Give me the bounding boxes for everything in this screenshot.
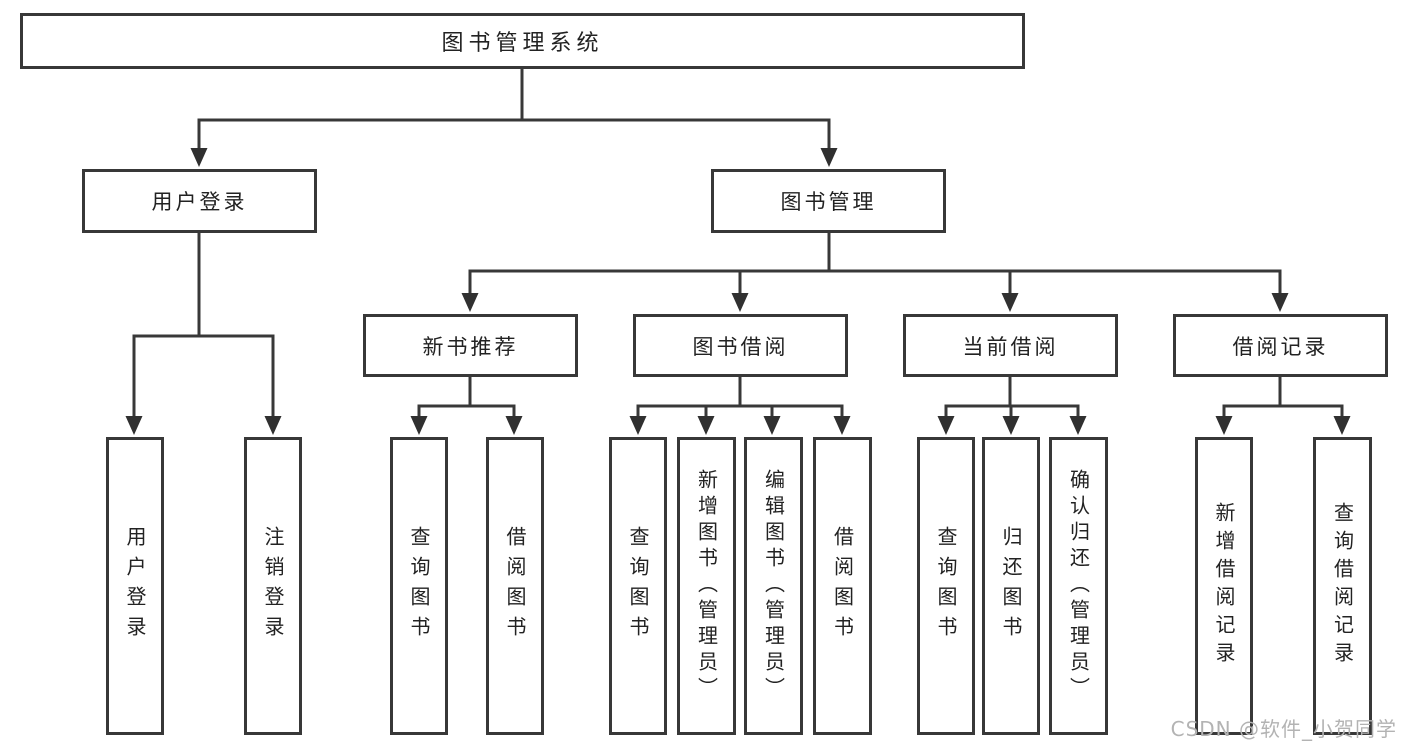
leaf-label: 查询图书 [934,526,958,646]
leaf-label: 查询借阅记录 [1330,502,1355,670]
leaf-label: 新增图书（管理员） [694,469,719,703]
leaf-borrow-borrow-book: 借阅图书 [813,437,872,735]
leaf-label: 借阅图书 [830,526,855,646]
leaf-records-add-record: 新增借阅记录 [1195,437,1253,735]
leaf-label: 确认归还（管理员） [1066,469,1091,703]
node-user-login: 用户登录 [82,169,317,233]
leaf-current-query-book: 查询图书 [917,437,975,735]
node-root-system: 图书管理系统 [20,13,1025,69]
leaf-borrow-query-book: 查询图书 [609,437,667,735]
leaf-records-query-record: 查询借阅记录 [1313,437,1372,735]
leaf-label: 用户登录 [123,526,147,646]
leaf-current-return-book: 归还图书 [982,437,1040,735]
leaf-label: 注销登录 [261,526,285,646]
leaf-borrow-edit-book-admin: 编辑图书（管理员） [744,437,803,735]
leaf-label: 查询图书 [407,526,431,646]
leaf-logout-login: 注销登录 [244,437,302,735]
leaf-label: 编辑图书（管理员） [761,469,786,703]
leaf-label: 归还图书 [999,526,1023,646]
leaf-recommend-query-book: 查询图书 [390,437,448,735]
leaf-label: 借阅图书 [503,526,527,646]
node-borrow-records: 借阅记录 [1173,314,1388,377]
node-current-borrow: 当前借阅 [903,314,1118,377]
csdn-watermark: CSDN @软件_小贺同学 [1170,717,1397,741]
leaf-borrow-add-book-admin: 新增图书（管理员） [677,437,736,735]
leaf-label: 新增借阅记录 [1212,502,1236,670]
node-new-book-recommend: 新书推荐 [363,314,578,377]
node-book-borrow: 图书借阅 [633,314,848,377]
leaf-user-login: 用户登录 [106,437,164,735]
leaf-label: 查询图书 [626,526,650,646]
node-book-management: 图书管理 [711,169,946,233]
leaf-current-confirm-return-admin: 确认归还（管理员） [1049,437,1108,735]
leaf-recommend-borrow-book: 借阅图书 [486,437,544,735]
